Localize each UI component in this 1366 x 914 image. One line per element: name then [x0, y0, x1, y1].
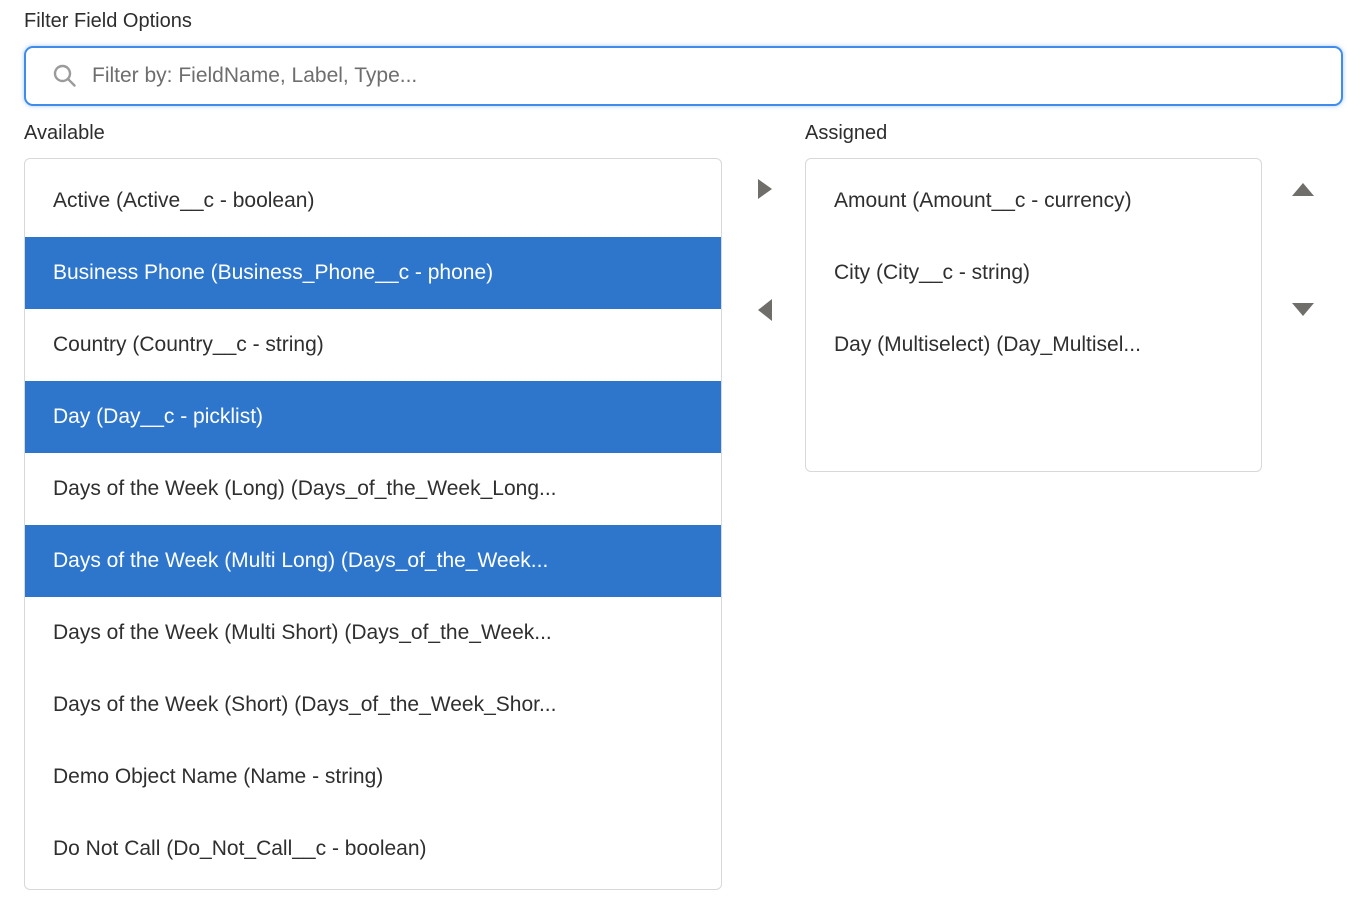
list-item[interactable]: Active (Active__c - boolean) — [53, 189, 315, 212]
list-item[interactable]: Business Phone (Business_Phone__c - phon… — [25, 237, 721, 309]
filter-search-box — [24, 46, 1343, 106]
move-right-button[interactable] — [748, 172, 782, 206]
down-arrow-icon — [1292, 302, 1314, 316]
right-arrow-icon — [758, 179, 772, 199]
available-listbox: Active (Active__c - boolean) Business Pho… — [24, 158, 722, 890]
move-left-button[interactable] — [748, 293, 782, 327]
list-item[interactable]: Days of the Week (Long) (Days_of_the_Wee… — [53, 477, 557, 500]
list-item[interactable]: Demo Object Name (Name - string) — [53, 765, 384, 788]
filter-field-options-label: Filter Field Options — [24, 10, 192, 32]
assigned-listbox: Amount (Amount__c - currency) City (City_… — [805, 158, 1262, 472]
list-item[interactable]: Days of the Week (Multi Long) (Days_of_t… — [25, 525, 721, 597]
available-label: Available — [24, 122, 105, 144]
list-item[interactable]: Do Not Call (Do_Not_Call__c - boolean) — [53, 837, 427, 860]
left-arrow-icon — [758, 299, 772, 321]
move-down-button[interactable] — [1286, 292, 1320, 326]
filter-search-input[interactable] — [26, 48, 1341, 104]
list-item[interactable]: Amount (Amount__c - currency) — [834, 189, 1132, 212]
list-item[interactable]: Country (Country__c - string) — [53, 333, 324, 356]
up-arrow-icon — [1292, 182, 1314, 196]
list-item[interactable]: Days of the Week (Multi Short) (Days_of_… — [53, 621, 552, 644]
list-item[interactable]: Day (Day__c - picklist) — [25, 381, 721, 453]
list-item[interactable]: Day (Multiselect) (Day_Multisel... — [834, 333, 1141, 356]
list-item[interactable]: City (City__c - string) — [834, 261, 1031, 284]
move-up-button[interactable] — [1286, 172, 1320, 206]
list-item[interactable]: Days of the Week (Short) (Days_of_the_We… — [53, 693, 557, 716]
assigned-label: Assigned — [805, 122, 888, 144]
